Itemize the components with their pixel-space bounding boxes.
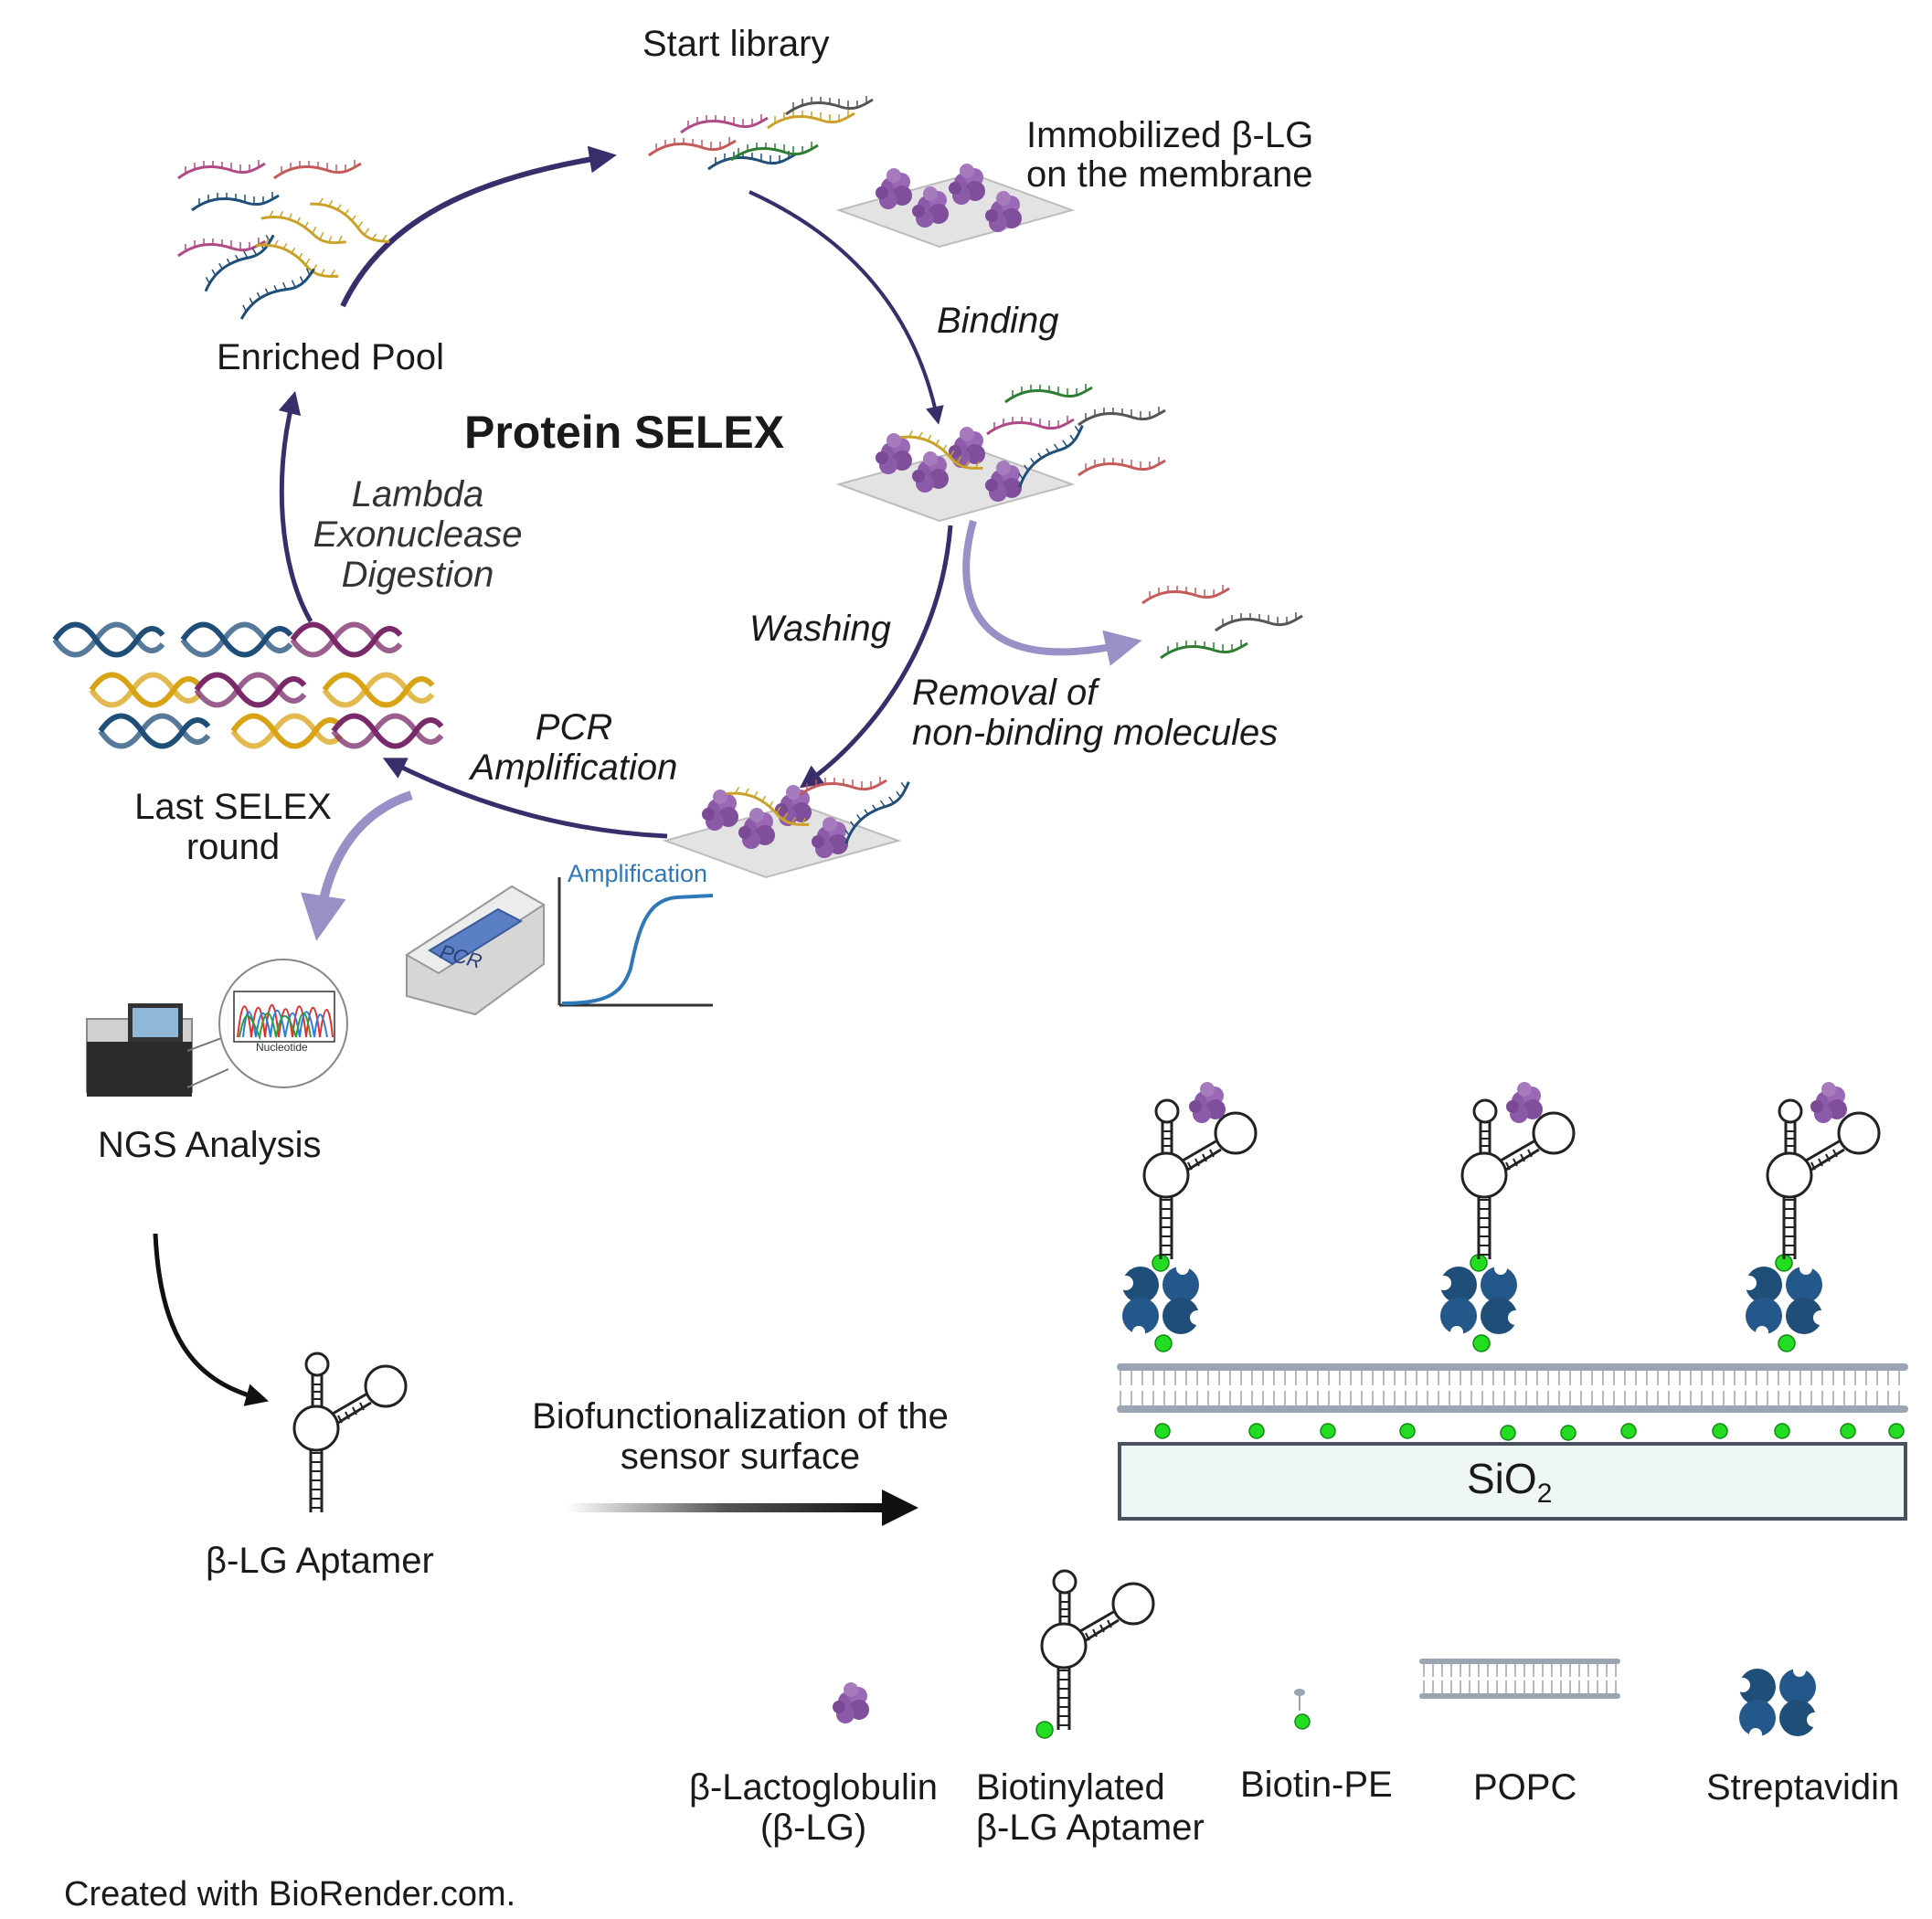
pcr-label-line1: PCR (535, 707, 613, 747)
assembly-1 (1119, 1082, 1258, 1352)
removed-strands (1141, 583, 1304, 660)
legend-protein-icon (833, 1682, 869, 1723)
nucleotide-label: Nucleotide (256, 1041, 308, 1054)
legend-popc-icon (1419, 1659, 1620, 1699)
lambda-label-line1: Lambda (351, 474, 484, 514)
pcr-arrow (382, 758, 668, 839)
legend-popc-label: POPC (1473, 1767, 1577, 1808)
legend-biotin-pe-icon (1294, 1689, 1311, 1730)
binding-plate (838, 382, 1167, 522)
cycle-arrow-to-start (340, 145, 617, 308)
sio2-label: SiO2 (1467, 1455, 1553, 1510)
biofunc-label-line1: Biofunctionalization of the (532, 1396, 949, 1437)
washing-label: Washing (749, 609, 891, 649)
protein-selex-title: Protein SELEX (464, 407, 785, 458)
binding-arrow (748, 190, 944, 425)
amplification-label: Amplification (568, 860, 708, 887)
aptamer-arrow (153, 1233, 270, 1406)
sio2-substrate (1118, 1442, 1907, 1521)
legend-aptamer-label-line2: β-LG Aptamer (976, 1808, 1205, 1848)
biotin-pe-dots (1154, 1423, 1905, 1441)
pcr-label-line2: Amplification (470, 747, 678, 788)
binding-label: Binding (937, 301, 1059, 341)
legend-aptamer-icon (1035, 1569, 1155, 1739)
popc-bilayer (1117, 1363, 1908, 1413)
biofunc-label-line2: sensor surface (620, 1437, 861, 1477)
assembly-2 (1437, 1082, 1576, 1352)
legend-aptamer-label-line1: Biotinylated (976, 1767, 1165, 1808)
aptamer-label: β-LG Aptamer (206, 1541, 434, 1581)
removal-label-line1: Removal of (912, 673, 1098, 713)
last-round-label-line2: round (186, 827, 281, 867)
biofunc-arrow-shaft (567, 1503, 882, 1512)
biofunc-arrow-head (882, 1490, 918, 1526)
aptamer-figure (292, 1352, 408, 1514)
legend-streptavidin-label: Streptavidin (1706, 1767, 1900, 1808)
removal-label-line2: non-binding molecules (912, 713, 1279, 753)
amplification-plot (557, 877, 714, 1007)
lambda-label-line3: Digestion (341, 555, 494, 595)
legend-protein-label-line2: (β-LG) (759, 1808, 867, 1848)
dsdna-helices (55, 625, 441, 747)
pcr-machine: PCR (405, 885, 546, 1016)
enriched-pool-label: Enriched Pool (217, 337, 445, 377)
start-library-label: Start library (642, 24, 830, 64)
legend-icons (833, 1569, 1821, 1741)
start-library-strands (647, 94, 875, 171)
immobilized-label-line2: on the membrane (1026, 154, 1313, 195)
lambda-label-line2: Exonuclease (313, 514, 523, 555)
credit-label: Created with BioRender.com. (64, 1875, 516, 1914)
assembly-3 (1742, 1082, 1881, 1352)
removal-arrow (962, 519, 1142, 666)
lambda-arrow (278, 390, 313, 623)
enriched-pool-strands (176, 158, 394, 321)
ngs-analysis-label: NGS Analysis (98, 1125, 322, 1165)
ngs-arrow (301, 790, 413, 941)
legend-biotin-pe-label: Biotin-PE (1240, 1765, 1393, 1805)
washing-arrow (799, 525, 953, 789)
immobilized-label-line1: Immobilized β-LG (1026, 115, 1314, 155)
legend-protein-label-line1: β-Lactoglobulin (688, 1767, 939, 1808)
sensor-surface (1117, 1082, 1908, 1521)
ngs-sequencer: Nucleotide (86, 959, 348, 1097)
legend-streptavidin-icon (1736, 1664, 1821, 1741)
last-round-label-line1: Last SELEX (134, 787, 332, 827)
